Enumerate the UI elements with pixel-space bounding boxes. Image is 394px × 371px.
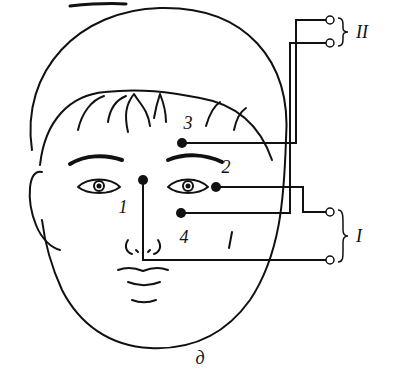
callout-number: 4 [179,228,190,246]
terminal [326,16,334,24]
cheek [229,232,232,248]
terminal [326,256,334,264]
electrode-dot [211,182,221,192]
callout-number: 2 [221,158,232,176]
panel-letter: д [194,349,205,367]
wire [216,187,326,212]
hair [108,96,126,122]
hair [78,96,104,130]
callout-number: 3 [183,114,194,132]
electrode-dot [177,138,187,148]
terminal [326,39,334,47]
brace [338,210,348,262]
electrode-dot [138,175,148,185]
eye [78,180,120,194]
hair [70,4,126,6]
mouth [128,282,160,285]
wire [143,180,326,260]
eye [183,181,193,191]
group-label: II [355,23,369,41]
brace [338,18,348,46]
hair [40,90,272,165]
eyebrow [168,155,222,162]
group-label: I [355,227,363,245]
electrode-dot [176,208,186,218]
hair [234,108,246,130]
mouth [118,268,168,271]
wire [182,20,326,143]
nose [154,240,160,254]
nose [126,240,132,254]
eye [168,180,208,194]
hair [126,94,150,132]
callout-number: 1 [118,198,129,216]
hair [154,94,166,122]
eye [98,185,101,188]
eyebrow [70,156,122,164]
eye [187,185,190,188]
hair [206,102,220,126]
wire [181,43,326,213]
ear [30,172,60,250]
head-outline [30,8,286,348]
eye [94,181,104,191]
chin [132,300,156,302]
terminal [326,208,334,216]
